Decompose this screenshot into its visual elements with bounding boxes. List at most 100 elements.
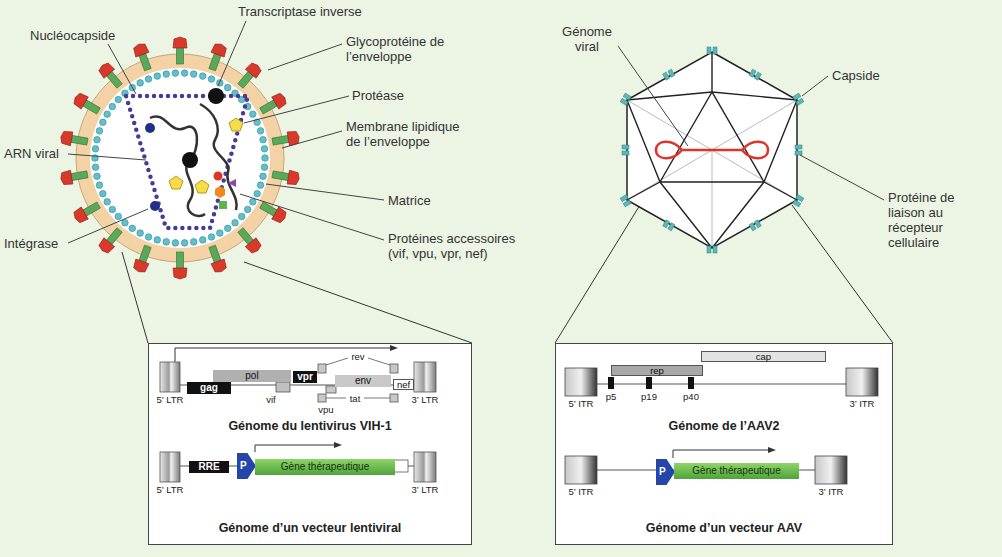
envelope-glycoprotein: [271, 130, 300, 148]
matrix-protein: [92, 146, 99, 153]
matrix-protein: [145, 234, 152, 241]
illustration-part: [394, 460, 408, 472]
matrix-protein: [232, 219, 239, 226]
matrix-protein: [104, 111, 111, 118]
accessory-protein: [214, 172, 223, 181]
illustration-part: [282, 131, 342, 148]
illustration-part: [175, 348, 392, 362]
matrix-protein: [109, 206, 116, 213]
illustration-part: [97, 61, 115, 78]
gene-box: RRE: [189, 461, 229, 473]
illustration-part: [646, 377, 652, 389]
callout-label: ARN viral: [4, 146, 68, 161]
matrix-protein: [92, 164, 99, 171]
illustration-part: [108, 44, 136, 94]
illustration-part: [754, 72, 761, 80]
reverse-transcriptase: [208, 88, 224, 104]
envelope-glycoprotein: [173, 252, 187, 279]
gene-box: pol: [213, 370, 291, 382]
protease: [229, 118, 243, 131]
illustration-part: [272, 171, 290, 181]
matrix-protein: [122, 219, 129, 226]
illustration-part: [565, 456, 597, 484]
illustration-part: [173, 37, 187, 48]
gene-name: vpr: [297, 371, 313, 383]
gene-name: Gène thérapeutique: [692, 465, 780, 477]
gene-box: nef: [393, 379, 414, 390]
gene-box: cap: [701, 351, 826, 362]
illustration-part: [70, 135, 88, 145]
envelope-glycoprotein: [72, 199, 102, 225]
genome-label: 3’ ITR: [811, 486, 851, 497]
envelope-glycoprotein: [60, 130, 89, 148]
illustration-part: [132, 259, 149, 274]
callout-label: Intégrase: [4, 236, 70, 251]
envelope-glycoprotein: [60, 167, 89, 185]
receptor-binding-protein: [663, 69, 675, 80]
promoter-arrow: P: [656, 459, 675, 485]
illustration-part: [318, 364, 326, 373]
illustration-part: [713, 246, 717, 253]
gene-box: env: [335, 375, 391, 387]
matrix-protein: [154, 73, 161, 80]
illustration-part: [70, 171, 88, 181]
illustration-part: [160, 362, 180, 392]
accessory-protein: [228, 179, 236, 187]
genome-label: p19: [639, 391, 659, 402]
envelope-glycoprotein: [235, 61, 263, 91]
matrix-protein: [145, 76, 152, 83]
callout-label: Glycoprotéine de l’enveloppe: [346, 34, 446, 64]
genome-panel: Génome du lentivirus VIH-1Génome d’un ve…: [148, 343, 472, 545]
receptor-binding-protein: [793, 195, 804, 207]
envelope-glycoprotein: [206, 244, 228, 274]
gene-name: cap: [756, 352, 771, 361]
integrase: [145, 123, 155, 133]
illustration-part: [627, 100, 797, 248]
matrix-protein: [244, 206, 251, 213]
illustration-part: [627, 100, 797, 248]
illustration-part: [390, 345, 398, 351]
genome-label: 5’ LTR: [150, 394, 190, 405]
matrix-protein: [172, 240, 179, 247]
receptor-binding-protein: [749, 220, 761, 231]
matrix-protein: [154, 237, 161, 244]
matrix-protein: [260, 136, 267, 143]
callout-label: Protéine de liaison au récepteur cellula…: [888, 190, 976, 250]
illustration-part: [76, 54, 284, 262]
matrix-protein: [137, 230, 144, 237]
matrix-protein: [238, 213, 245, 220]
integrase: [150, 201, 160, 211]
illustration-part: [326, 386, 336, 393]
gene-name: rep: [650, 366, 664, 375]
illustration-part: [796, 195, 804, 202]
aav-genome: [656, 142, 768, 159]
gene-name: env: [355, 375, 371, 387]
illustration-part: [565, 368, 597, 396]
gene-name: gag: [200, 382, 218, 394]
panel-ground: [555, 343, 893, 545]
illustration-part: [160, 452, 180, 482]
matrix-protein: [100, 190, 107, 197]
illustration-part: [793, 93, 801, 100]
illustration-part: [608, 377, 614, 389]
illustration-part: [244, 262, 472, 343]
illustration-part: [97, 238, 115, 255]
illustration-part: [668, 223, 675, 231]
genome-panel: Génome de l’AAV2Génome d’un vecteur AAVc…: [555, 343, 893, 545]
accessory-protein: [215, 186, 225, 198]
matrix-protein: [257, 128, 264, 135]
illustration-part: [815, 456, 847, 484]
illustration-part: [622, 145, 629, 149]
matrix-protein: [190, 71, 197, 78]
illustration-part: [623, 93, 631, 100]
illustration-part: [792, 205, 893, 343]
callout-label: Génome viral: [556, 24, 618, 54]
matrix-protein: [181, 70, 188, 77]
matrix-protein: [109, 103, 116, 110]
illustration-part: [627, 52, 797, 248]
envelope-glycoprotein: [271, 167, 300, 185]
matrix-protein: [172, 70, 179, 77]
matrix-protein: [250, 199, 257, 206]
